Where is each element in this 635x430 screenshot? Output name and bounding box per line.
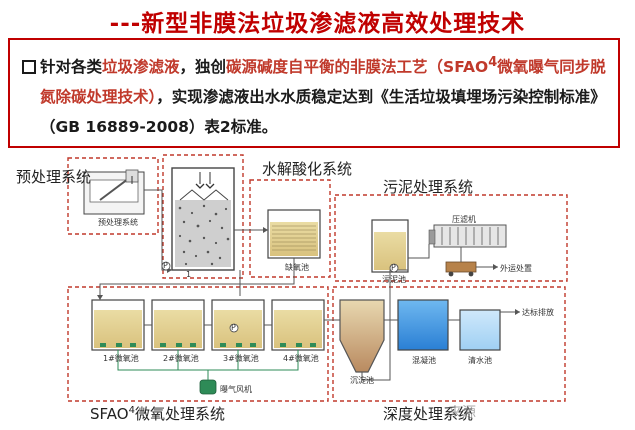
pump-label-2: P <box>391 263 396 272</box>
unit-external: 外运处置 <box>500 264 532 273</box>
unit-pretreatment-tank: 预处理系统 <box>98 218 138 227</box>
description-text: 针对各类垃圾渗滤液，独创碳源碱度自平衡的非膜法工艺（SFAO4微氧曝气同步脱氮除… <box>40 48 608 142</box>
pump-label-3: P <box>231 323 236 332</box>
desc-highlight-1: 垃圾渗滤液 <box>102 58 180 77</box>
sfao-suffix: 微氧处理系统 <box>134 405 225 423</box>
label-deep-system: 深度处理系统 <box>383 405 474 423</box>
reactor-tank <box>171 167 235 271</box>
label-hydrolysis-system: 水解酸化系统 <box>262 160 353 178</box>
mark-1: 1 <box>186 270 192 279</box>
sludge-unit <box>371 219 507 277</box>
unit-tank-2: 2#微氧池 <box>163 354 199 363</box>
unit-settle: 沉淀池 <box>350 376 374 385</box>
unit-tank-1: 1#微氧池 <box>103 354 139 363</box>
sfao-sup: 4 <box>128 405 135 416</box>
desc-part-2: ，独创 <box>179 58 227 77</box>
desc-highlight-2: 碳源碱度自平衡的非膜法工艺（SFAO <box>226 58 489 77</box>
unit-blower: 曝气风机 <box>220 385 252 394</box>
unit-press: 压滤机 <box>452 215 476 224</box>
unit-tank-4: 4#微氧池 <box>283 354 319 363</box>
unit-anoxic: 缺氧池 <box>285 263 309 272</box>
label-sfao-system: SFAO4微氧处理系统 <box>90 403 225 424</box>
unit-discharge: 达标排放 <box>522 308 554 317</box>
bullet-square-icon <box>22 60 36 74</box>
reactor-boundary <box>162 154 244 279</box>
deep-boundary <box>332 286 566 402</box>
unit-tank-3: 3#微氧池 <box>223 354 259 363</box>
label-sludge-system: 污泥处理系统 <box>383 178 474 196</box>
pretreatment-unit <box>83 169 145 215</box>
desc-highlight-3: 微氧曝气同步脱氮除碳处理技术） <box>40 58 606 107</box>
sfao-tanks <box>91 299 325 395</box>
sfao-prefix: SFAO <box>90 405 129 423</box>
sludge-boundary <box>334 194 568 282</box>
sfao-boundary <box>67 286 329 402</box>
page-title: ---新型非膜法垃圾渗滤液高效处理技术 <box>109 11 526 37</box>
label-pretreatment-system: 预处理系统 <box>16 168 92 186</box>
hydrolysis-boundary <box>249 179 331 278</box>
desc-part-1: 针对各类 <box>40 58 103 77</box>
pump-label-1: P <box>163 261 168 270</box>
deep-tanks <box>339 299 501 373</box>
description-box: 针对各类垃圾渗滤液，独创碳源碱度自平衡的非膜法工艺（SFAO4微氧曝气同步脱氮除… <box>8 38 620 148</box>
anoxic-tank <box>267 209 321 259</box>
pretreatment-boundary <box>67 157 159 235</box>
unit-sludge-tank: 污泥池 <box>382 275 406 284</box>
unit-clear: 清水池 <box>468 356 492 365</box>
system-boundaries <box>67 154 568 402</box>
desc-highlight-sup: 4 <box>488 55 498 70</box>
watermark: 来源 <box>448 405 476 421</box>
unit-coag: 混凝池 <box>412 356 436 365</box>
desc-part-3: ，实现渗滤液出水水质稳定达到《生活垃圾填埋场污染控制标准》（GB 16889-2… <box>40 88 606 137</box>
pump-icons <box>161 261 399 333</box>
